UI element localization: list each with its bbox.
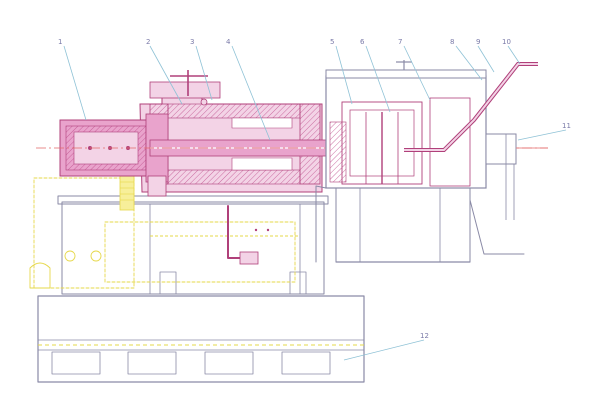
callout-5: 5 (330, 38, 334, 46)
callout-7: 7 (398, 38, 402, 46)
callout-4: 4 (226, 38, 231, 46)
callout-12: 12 (420, 332, 429, 340)
callout-labels: 1 2 3 4 5 6 7 8 9 10 11 12 (58, 38, 571, 340)
callout-9: 9 (476, 38, 480, 46)
callout-2: 2 (146, 38, 150, 46)
base-frame (37, 295, 365, 383)
callout-8: 8 (450, 38, 454, 46)
callout-10: 10 (502, 38, 511, 46)
callout-11: 11 (562, 122, 571, 130)
callout-6: 6 (360, 38, 365, 46)
machine-stand (29, 169, 329, 295)
callout-1: 1 (58, 38, 62, 46)
callout-3: 3 (190, 38, 194, 46)
leader-lines (63, 45, 567, 361)
gearbox (315, 60, 548, 263)
tool-head (59, 113, 169, 197)
